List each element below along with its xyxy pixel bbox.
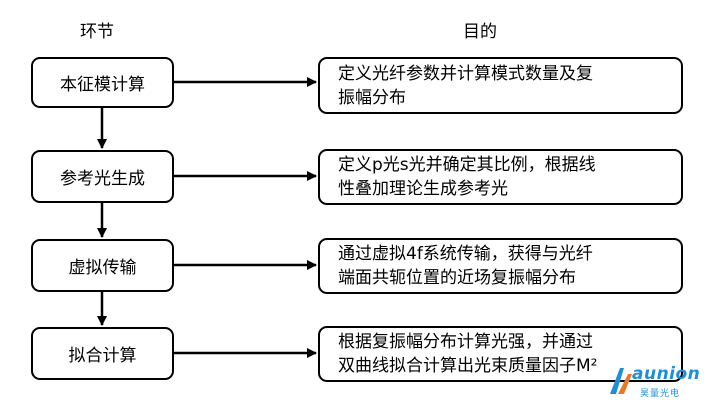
purpose-box-virtual-transmission: 通过虚拟4f系统传输，获得与光纤 端面共轭位置的近场复振幅分布 — [318, 238, 683, 294]
purpose-line: 振幅分布 — [338, 87, 406, 108]
purpose-line: 定义光纤参数并计算模式数量及复 — [338, 63, 593, 84]
purpose-box-eigenmode: 定义光纤参数并计算模式数量及复 振幅分布 — [318, 57, 683, 114]
column-header-purpose: 目的 — [463, 22, 497, 42]
purpose-line: 通过虚拟4f系统传输，获得与光纤 — [338, 244, 593, 264]
purpose-line: 双曲线拟合计算出光束质量因子M² — [338, 356, 598, 376]
step-box-virtual-transmission: 虚拟传输 — [31, 239, 174, 292]
purpose-box-reference: 定义p光s光并确定其比例，根据线 性叠加理论生成参考光 — [318, 149, 683, 205]
purpose-line: 端面共轭位置的近场复振幅分布 — [338, 268, 576, 288]
purpose-line: 定义p光s光并确定其比例，根据线 — [338, 155, 596, 175]
purpose-line: 性叠加理论生成参考光 — [338, 179, 508, 199]
purpose-line: 根据复振幅分布计算光强，并通过 — [338, 332, 593, 352]
watermark-logo: aunion 昊量光电 — [606, 362, 702, 402]
column-header-step: 环节 — [80, 22, 114, 42]
logo-subtitle: 昊量光电 — [640, 389, 681, 399]
step-box-fitting: 拟合计算 — [31, 327, 174, 380]
logo-mark-icon — [610, 368, 632, 394]
logo-wordmark: aunion — [632, 364, 701, 384]
step-box-reference: 参考光生成 — [31, 150, 174, 203]
step-box-eigenmode: 本征模计算 — [31, 57, 174, 108]
